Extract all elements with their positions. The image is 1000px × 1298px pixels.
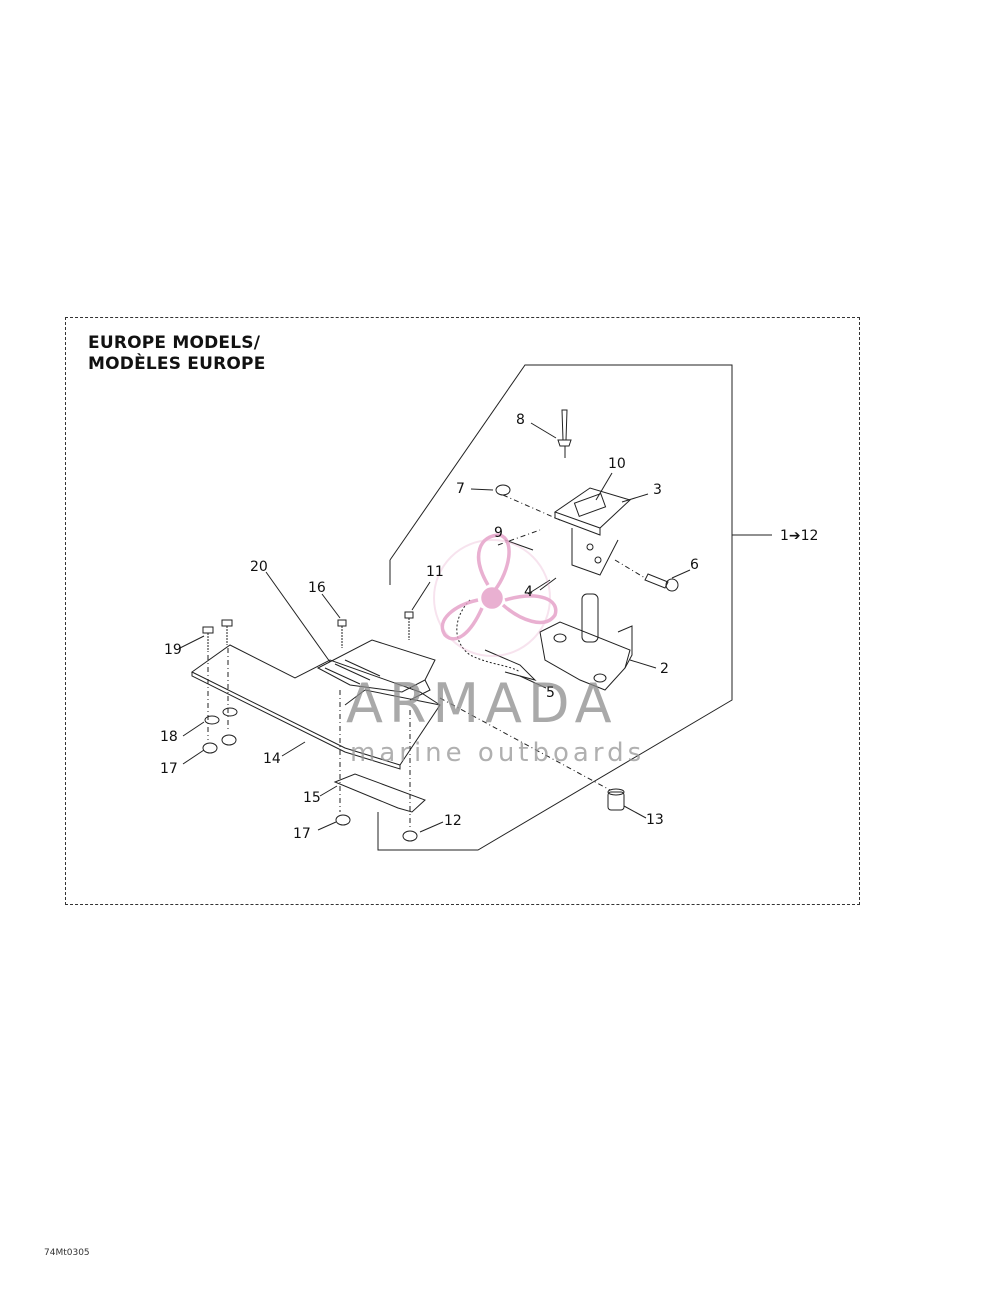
nut-17c — [335, 814, 351, 826]
callout-17-left: 17 — [160, 761, 178, 777]
callout-20: 20 — [250, 559, 268, 575]
callout-15: 15 — [303, 790, 321, 806]
screw-19b — [221, 619, 233, 645]
lanyard — [456, 599, 537, 681]
nut-17b — [221, 734, 237, 746]
bottom-plate — [191, 644, 441, 770]
screw-16 — [337, 619, 347, 648]
nut-12 — [402, 830, 418, 842]
washer-18a — [204, 715, 220, 725]
callout-4: 4 — [524, 584, 533, 600]
screw-19a — [202, 626, 214, 652]
callout-13: 13 — [646, 812, 664, 828]
callout-7: 7 — [456, 481, 465, 497]
spacer-plate-15 — [333, 773, 426, 813]
callout-16: 16 — [308, 580, 326, 596]
assembly-group-bracket — [377, 364, 733, 851]
callout-19: 19 — [164, 642, 182, 658]
nut-17a — [202, 742, 218, 754]
washer-18b — [222, 707, 238, 717]
callout-9: 9 — [494, 525, 503, 541]
screw-11 — [404, 611, 414, 640]
watermark-brand: ARMADA — [346, 672, 618, 735]
watermark-tagline: marine outboards — [350, 738, 646, 768]
callout-11: 11 — [426, 564, 444, 580]
figure-code: 74Mt0305 — [44, 1248, 90, 1258]
diagram-title-line2: MODÈLES EUROPE — [88, 354, 266, 374]
armada-logo-watermark — [433, 533, 558, 657]
diagram-title-line1: EUROPE MODELS/ — [88, 333, 261, 353]
callout-17-bottom: 17 — [293, 826, 311, 842]
callout-6: 6 — [690, 557, 699, 573]
callout-8: 8 — [516, 412, 525, 428]
nut-7 — [495, 484, 511, 496]
screw-8 — [557, 409, 572, 458]
callout-1-12: 1➔12 — [780, 528, 819, 544]
cover-bracket — [316, 639, 436, 701]
bushing-13 — [607, 788, 625, 811]
callout-14: 14 — [263, 751, 281, 767]
switch-bracket — [553, 487, 631, 576]
callout-3: 3 — [653, 482, 662, 498]
callout-10: 10 — [608, 456, 626, 472]
callout-5: 5 — [546, 685, 555, 701]
mount-bracket — [539, 593, 633, 691]
diagram-frame — [65, 317, 860, 905]
callout-18: 18 — [160, 729, 178, 745]
callout-2: 2 — [660, 661, 669, 677]
callout-12: 12 — [444, 813, 462, 829]
screw-6 — [644, 573, 679, 592]
